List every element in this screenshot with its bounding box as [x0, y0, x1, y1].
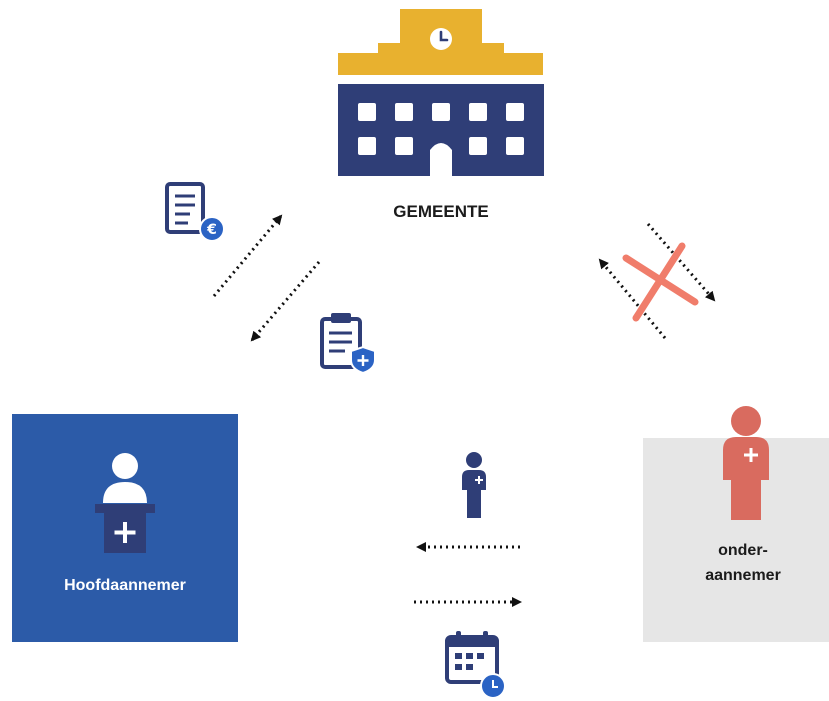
gemeente-label: GEMEENTE: [393, 202, 488, 221]
onderaannemer-label-line2: aannemer: [705, 567, 781, 584]
invoice-euro-icon: €: [165, 182, 225, 242]
calendar-clock-icon: [445, 631, 506, 699]
arrow-to-hoofdaannemer: [250, 261, 321, 342]
clipboard-care-icon: [320, 313, 376, 375]
blocked-cross-icon: [622, 242, 699, 322]
town-hall-icon: [338, 9, 544, 176]
onderaannemer-label-line1: onder-: [718, 542, 768, 559]
reception-desk-person-icon: [95, 453, 155, 553]
care-worker-icon: [462, 452, 486, 518]
care-worker-icon-salmon: [723, 406, 769, 520]
hoofdaannemer-card: [12, 414, 238, 642]
arrow-onderaannemer-to-gemeente: [598, 258, 667, 339]
hoofdaannemer-label: Hoofdaannemer: [64, 577, 186, 594]
clock-icon: [430, 28, 452, 50]
svg-text:€: €: [206, 222, 217, 238]
onderaannemer-card: [643, 406, 829, 642]
